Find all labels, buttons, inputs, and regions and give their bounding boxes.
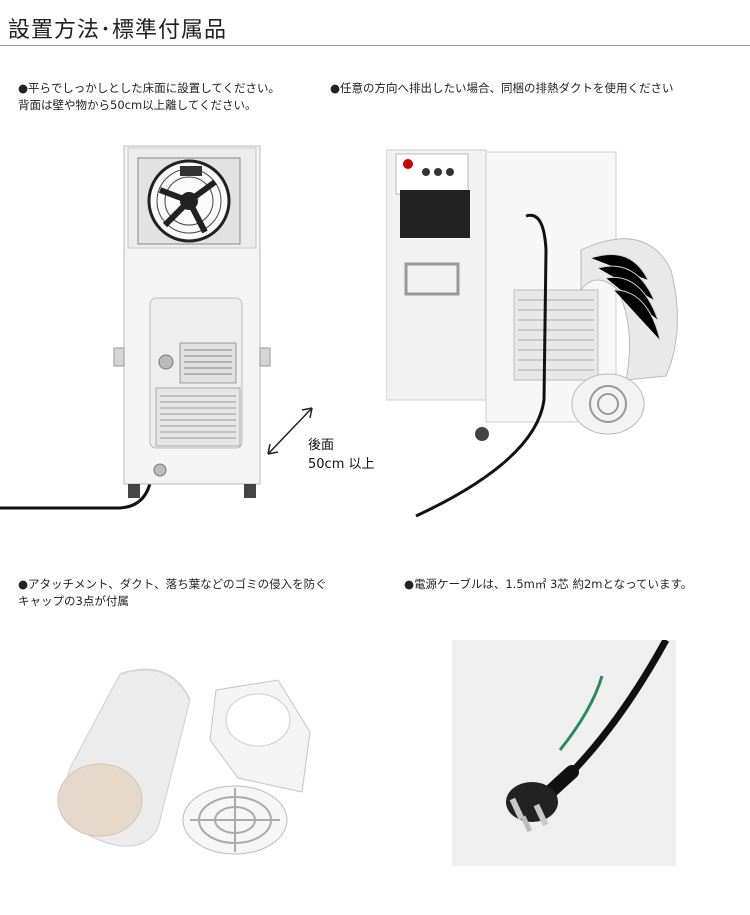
rear-label-title: 後面 xyxy=(308,438,335,453)
rear-label-distance: 50cm 以上 xyxy=(308,457,375,472)
note-install-floor: ●平らでしっかしとした床面に設置してください。 xyxy=(18,81,280,95)
fan-icon xyxy=(137,157,241,245)
note-power-cable: ●電源ケーブルは、1.5m㎡ 3芯 約2mとなっています。 xyxy=(404,577,693,591)
duct-view-image xyxy=(386,140,736,520)
note-accessories: ●アタッチメント、ダクト、落ち葉などのゴミの侵入を防ぐ xyxy=(18,577,327,591)
clearance-arrow-icon xyxy=(267,407,313,455)
title-divider xyxy=(0,45,750,46)
accessories-image xyxy=(40,650,340,870)
note-exhaust-duct: ●任意の方向へ排出したい場合、同梱の排熱ダクトを使用ください xyxy=(330,81,674,95)
cap-icon xyxy=(182,785,288,855)
rear-view-image xyxy=(0,140,320,520)
page-title: 設置方法･標準付属品 xyxy=(8,18,228,43)
plug-icon xyxy=(506,782,558,833)
note-rear-clearance: 背面は壁や物から50cm以上離してください。 xyxy=(18,98,257,112)
note-accessories-cont: キャップの3点が付属 xyxy=(18,594,129,608)
power-cable-image xyxy=(452,640,676,866)
